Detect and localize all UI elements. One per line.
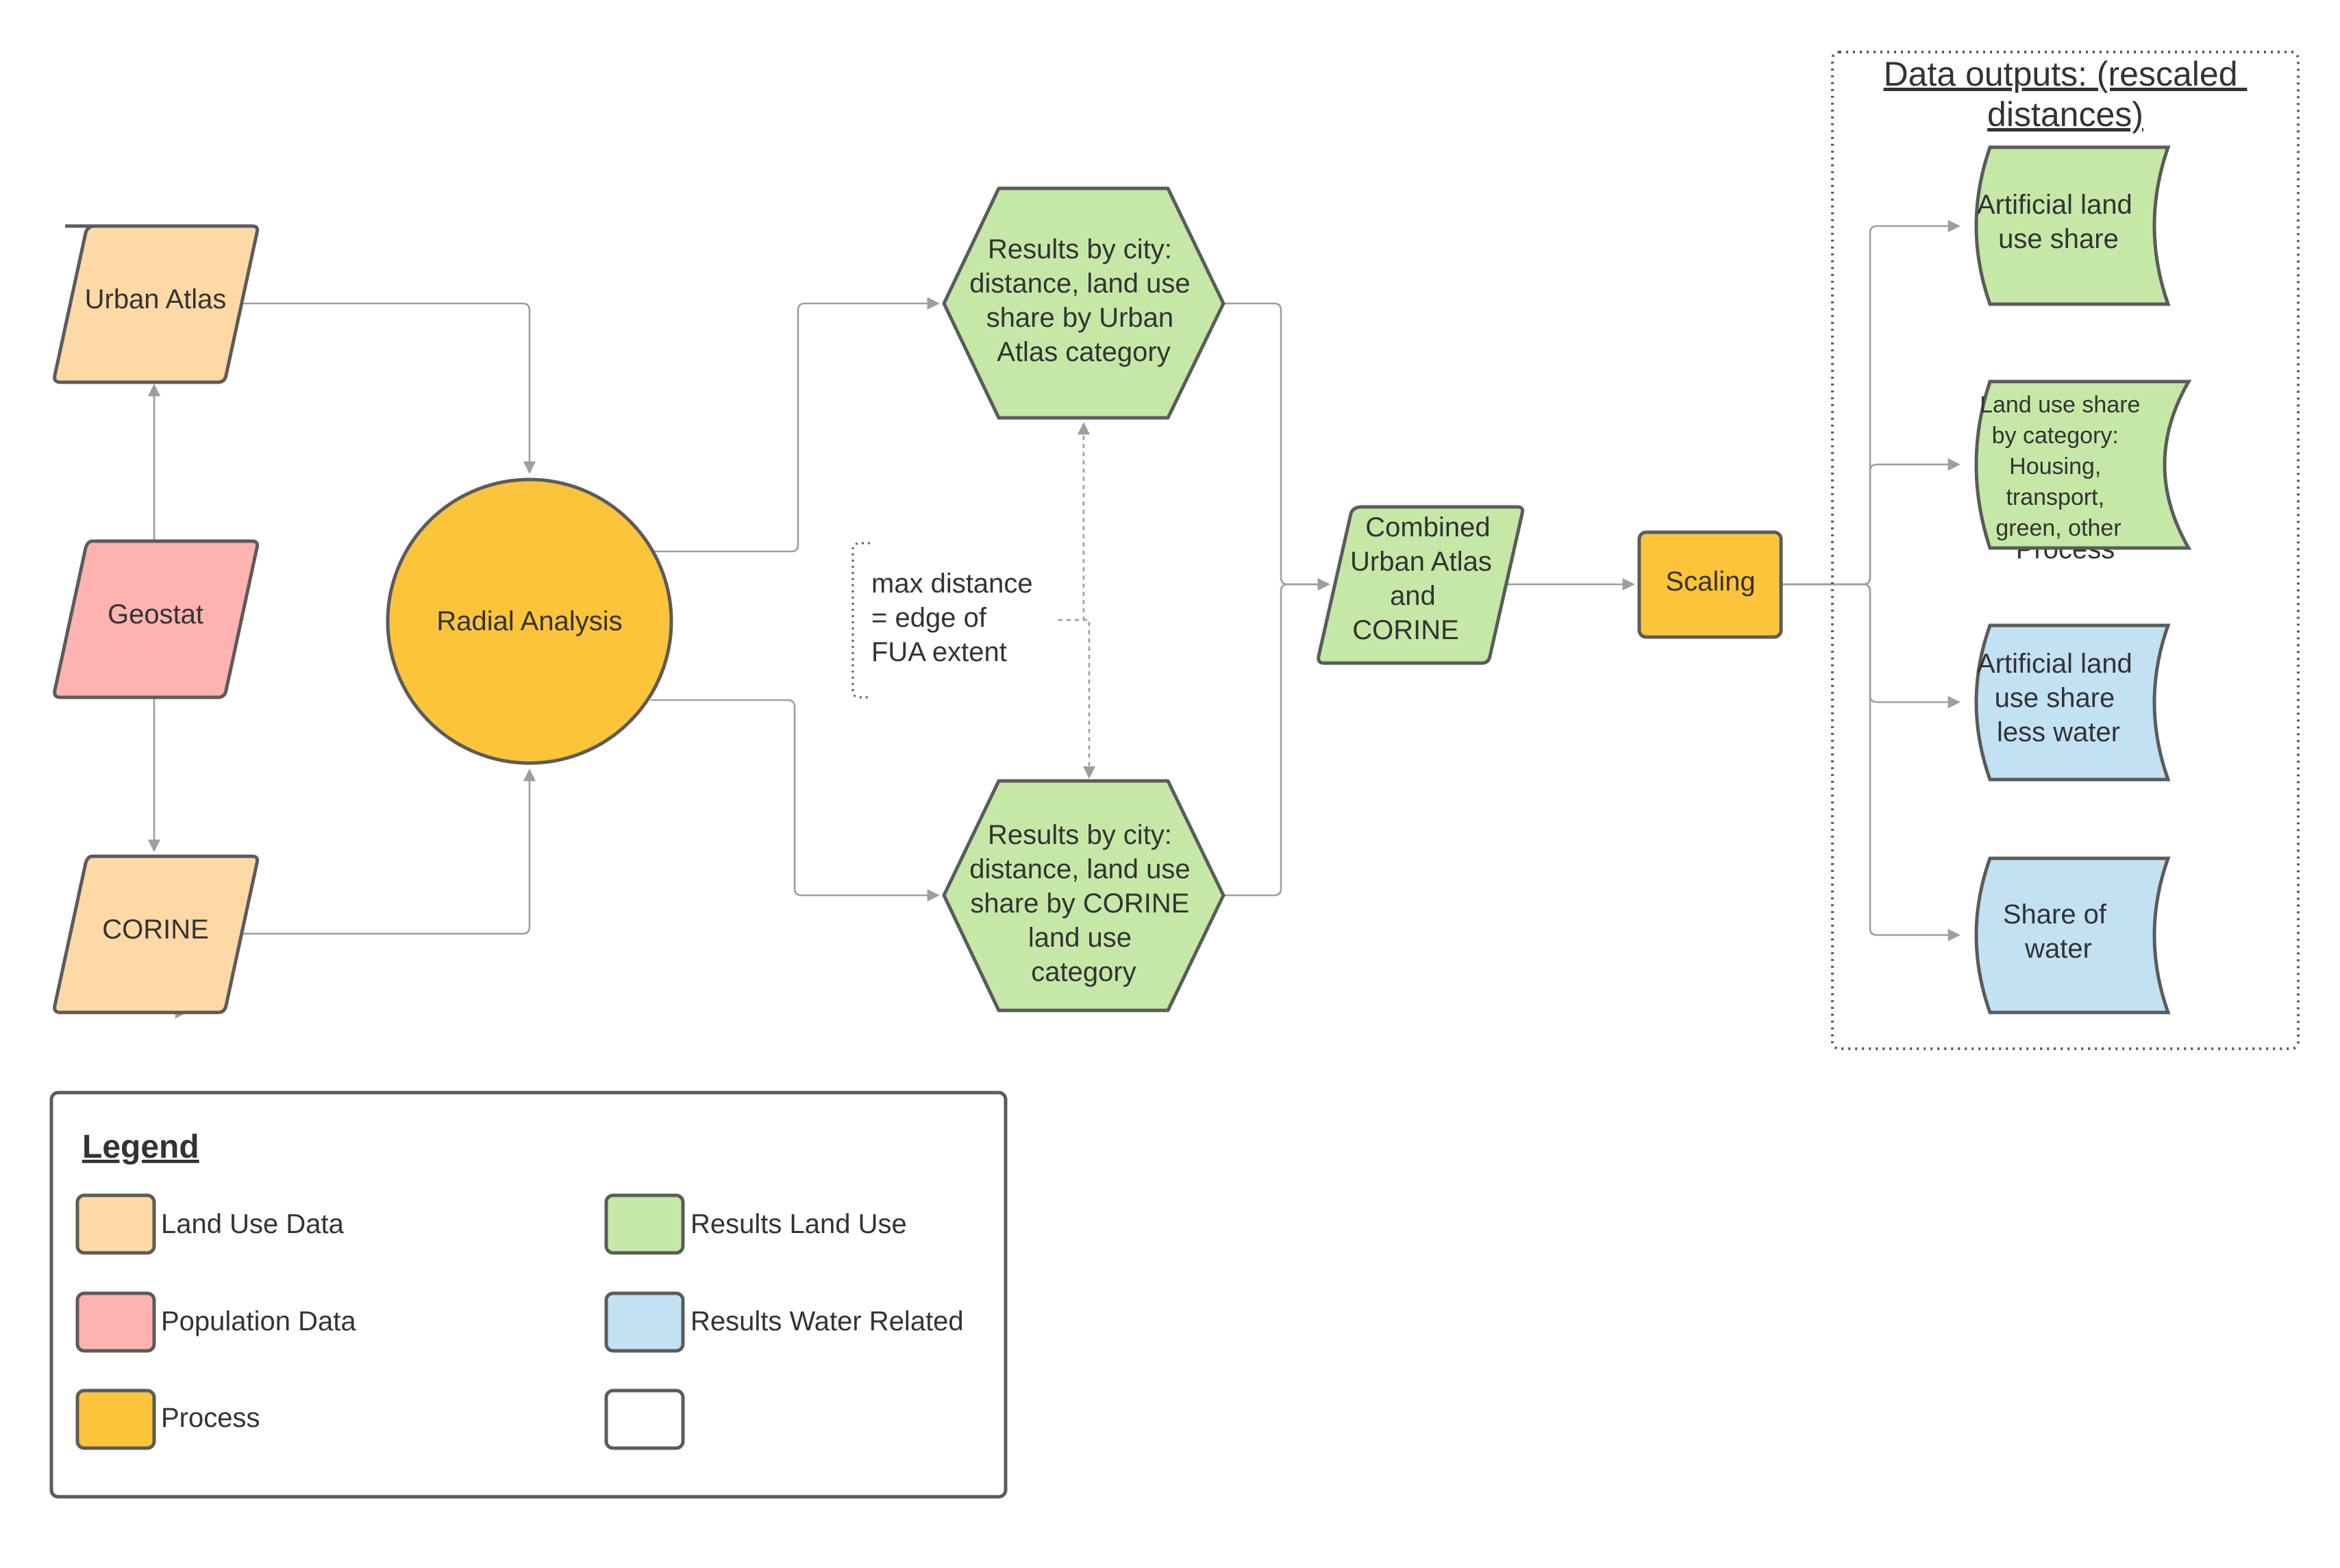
edge-annotation-to-results-ua <box>1058 422 1091 621</box>
node-out-category[interactable]: Process Land use share by category: Hous… <box>1974 379 2192 564</box>
edge-scaling-to-out-category <box>1781 458 1961 586</box>
legend-title: Legend <box>82 1129 199 1165</box>
edge-radial-to-results-corine <box>651 699 940 902</box>
scaling-rect <box>1637 530 1783 639</box>
legend-item-land-use: Land Use Data <box>75 1193 345 1255</box>
geostat-label: Geostat <box>108 599 203 630</box>
edge-results-ua-to-combined <box>1223 302 1330 591</box>
outputs-title-line-2: distances) <box>1987 95 2143 134</box>
outputs-group-title: Data outputs: (rescaled distances) <box>1884 55 2248 134</box>
legend-label-results-water: Results Water Related <box>690 1306 964 1336</box>
annotation-max-distance: max distance = edge of FUA extent <box>851 542 1041 699</box>
results-corine-label: Results by city: distance, land use shar… <box>969 820 1198 987</box>
results-corine-hexagon <box>942 779 1225 1012</box>
corine-parallelogram <box>53 854 260 1015</box>
radial-analysis-circle <box>386 477 673 765</box>
legend-label-process: Process <box>161 1403 260 1433</box>
urban-atlas-parallelogram <box>53 224 260 384</box>
legend: Legend Land Use Data Population Data Pro… <box>49 1091 1008 1499</box>
out-artificial-label: Artificial land use share <box>1977 190 2140 254</box>
node-radial-analysis[interactable]: Radial Analysis <box>386 477 673 765</box>
corine-label: CORINE <box>102 914 209 945</box>
node-combined[interactable]: Combined Urban Atlas and CORINE <box>1317 505 1525 665</box>
outputs-title-line-1: Data outputs: (rescaled <box>1884 55 2238 93</box>
legend-swatch-land-use <box>75 1193 156 1255</box>
edge-corine-to-radial <box>236 769 536 935</box>
legend-swatch-process <box>75 1389 156 1450</box>
outputs-group: Data outputs: (rescaled distances) <box>1831 51 2300 1050</box>
edge-radial-to-results-ua <box>654 297 940 553</box>
node-out-water[interactable]: Share of water <box>1974 856 2171 1015</box>
node-results-corine[interactable]: Results by city: distance, land use shar… <box>942 779 1225 1012</box>
out-less-water-shape <box>1974 623 2171 782</box>
legend-label-land-use: Land Use Data <box>161 1209 345 1239</box>
out-artificial-shape <box>1974 145 2171 306</box>
legend-item-process: Process <box>75 1389 260 1450</box>
out-category-label: Land use share by category: Housing, tra… <box>1980 392 2147 541</box>
legend-item-empty <box>604 1389 685 1450</box>
edges <box>147 219 1961 1019</box>
edge-results-corine-to-combined <box>1223 577 1330 897</box>
outputs-group-border <box>1831 51 2300 1050</box>
node-scaling[interactable]: Scaling <box>1637 530 1783 639</box>
geostat-parallelogram <box>53 539 260 699</box>
node-corine[interactable]: CORINE <box>53 854 260 1015</box>
legend-swatch-results-water <box>604 1291 685 1353</box>
urban-atlas-label: Urban Atlas <box>85 284 227 314</box>
legend-label-population: Population Data <box>161 1306 356 1336</box>
legend-item-results-water: Results Water Related <box>604 1291 964 1353</box>
node-urban-atlas[interactable]: Urban Atlas <box>53 224 260 384</box>
annotation-bracket <box>851 542 870 699</box>
node-results-urban-atlas[interactable]: Results by city: distance, land use shar… <box>942 186 1225 420</box>
node-geostat[interactable]: Geostat <box>53 539 260 699</box>
scaling-label: Scaling <box>1665 567 1755 597</box>
legend-item-results-land-use: Results Land Use <box>604 1193 907 1255</box>
legend-swatch-empty <box>604 1389 685 1450</box>
legend-swatch-results-land-use <box>604 1193 685 1255</box>
combined-parallelogram <box>1317 505 1525 665</box>
out-water-label: Share of water <box>2003 899 2114 964</box>
legend-item-population: Population Data <box>75 1291 356 1353</box>
out-water-shape <box>1974 856 2171 1015</box>
edge-scaling-to-out-water <box>1781 583 1961 942</box>
radial-analysis-label: Radial Analysis <box>436 606 622 636</box>
combined-label: Combined Urban Atlas and CORINE <box>1350 512 1499 645</box>
legend-border <box>49 1091 1008 1499</box>
edge-urban-atlas-to-radial <box>236 302 536 474</box>
edge-annotation-to-results-corine <box>1058 619 1096 779</box>
annotation-line-3: FUA extent <box>871 637 1007 667</box>
legend-label-results-land-use: Results Land Use <box>690 1209 907 1239</box>
annotation-line-1: max distance <box>871 569 1033 599</box>
node-out-artificial[interactable]: Artificial land use share <box>1974 145 2171 306</box>
results-ua-hexagon <box>942 186 1225 420</box>
annotation-line-2: = edge of <box>871 603 987 633</box>
node-out-less-water[interactable]: Artificial land use share less water <box>1974 623 2171 782</box>
annotation-text: max distance = edge of FUA extent <box>871 569 1041 667</box>
results-ua-label: Results by city: distance, land use shar… <box>969 234 1198 367</box>
out-category-shape <box>1974 379 2192 550</box>
out-less-water-label: Artificial land use share less water <box>1977 649 2140 747</box>
legend-swatch-population <box>75 1291 156 1353</box>
